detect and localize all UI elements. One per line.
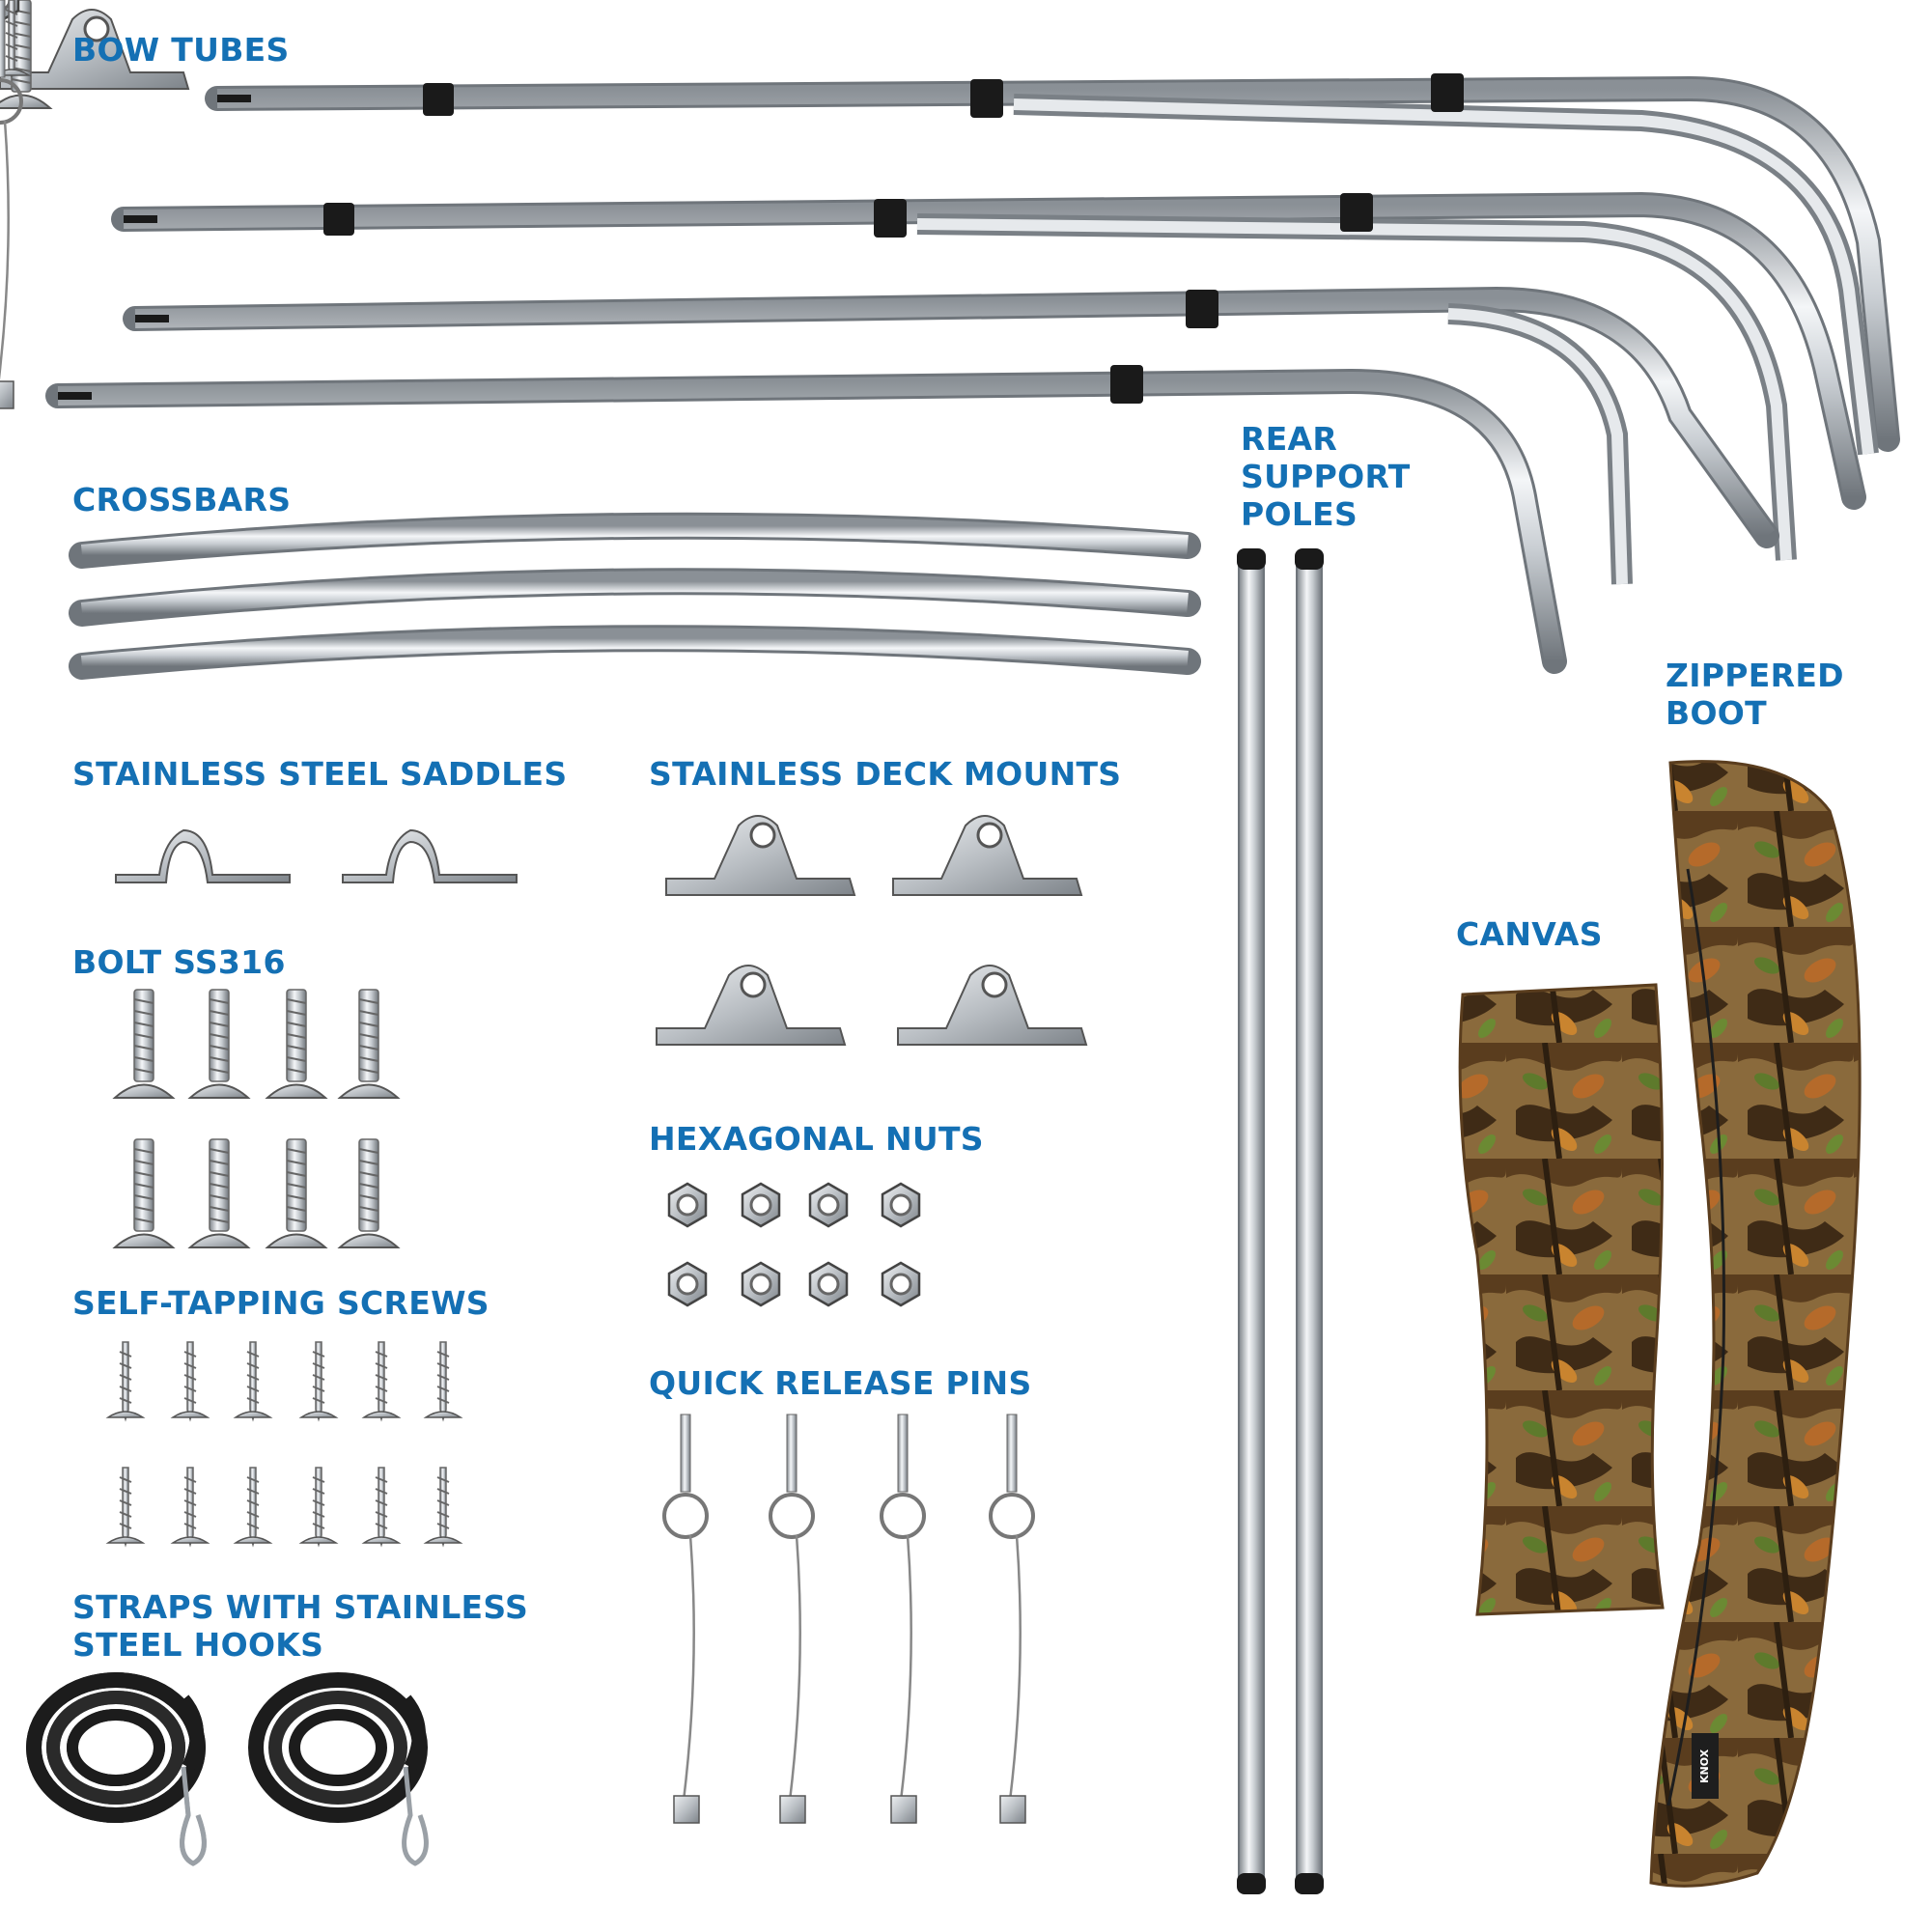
label-bow-tubes: BOW TUBES — [72, 31, 290, 69]
label-crossbars: CROSSBARS — [72, 481, 292, 518]
label-stainless-deck-mounts: STAINLESS DECK MOUNTS — [649, 755, 1122, 793]
stainless-steel-saddles — [115, 828, 518, 883]
self-tapping-screws — [0, 0, 462, 1546]
zippered-boot — [1649, 760, 1862, 1888]
label-zippered-boot: ZIPPERED BOOT — [1666, 657, 1844, 732]
bow-tubes — [45, 73, 1900, 674]
label-straps-with-hooks: STRAPS WITH STAINLESS STEEL HOOKS — [72, 1588, 529, 1664]
label-stainless-steel-saddles: STAINLESS STEEL SADDLES — [72, 755, 568, 793]
label-bolt-ss316: BOLT SS316 — [72, 943, 286, 981]
straps-with-hooks — [26, 1672, 426, 1863]
label-self-tapping-screws: SELF-TAPPING SCREWS — [72, 1284, 490, 1322]
crossbars — [69, 512, 1201, 680]
rear-support-poles — [1237, 548, 1324, 1894]
canvas-folded — [1458, 983, 1665, 1616]
stainless-deck-mounts — [0, 9, 1088, 1047]
bolts-ss316 — [0, 0, 399, 1248]
quick-release-pins — [0, 0, 1035, 1825]
brand-tag: KNOX — [1692, 1733, 1719, 1799]
label-canvas: CANVAS — [1456, 915, 1603, 953]
label-quick-release-pins: QUICK RELEASE PINS — [649, 1364, 1032, 1402]
label-hexagonal-nuts: HEXAGONAL NUTS — [649, 1120, 984, 1158]
label-rear-support-poles: REAR SUPPORT POLES — [1241, 420, 1411, 533]
